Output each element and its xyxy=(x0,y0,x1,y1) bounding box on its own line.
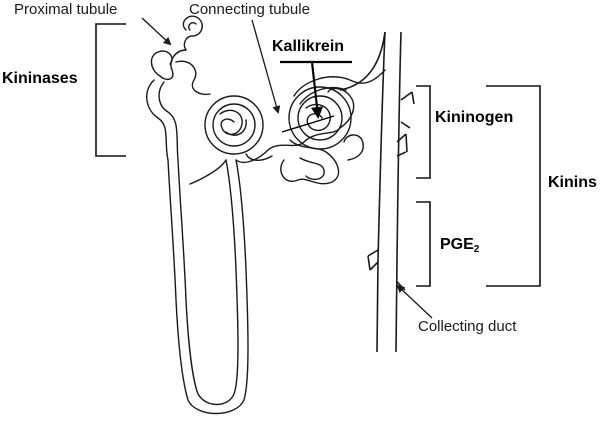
leader-arrows xyxy=(141,17,433,319)
kinins-bracket xyxy=(486,85,541,287)
pge2-label-subscript: 2 xyxy=(473,244,480,255)
nephron-tubule xyxy=(146,15,386,415)
pge2-label: PGE2 xyxy=(440,237,479,255)
connecting-tubule-arrow xyxy=(251,19,281,114)
pge2-bracket xyxy=(416,201,431,287)
kinins-label: Kinins xyxy=(548,174,597,191)
proximal-tubule-label: Proximal tubule xyxy=(14,1,118,18)
collecting-duct-label: Collecting duct xyxy=(418,318,517,335)
collecting-duct-arrow xyxy=(396,284,433,319)
proximal-tubule-arrow xyxy=(141,17,172,46)
brackets xyxy=(95,23,541,287)
kininogen-bracket xyxy=(416,85,431,179)
connecting-tubule-label: Connecting tubule xyxy=(189,1,310,18)
pge2-label-base: PGE xyxy=(440,236,474,253)
kininases-label: Kininases xyxy=(2,70,78,87)
kallikrein-arrow xyxy=(310,61,323,119)
collecting-duct xyxy=(339,31,415,353)
kininases-bracket xyxy=(95,23,126,157)
kallikrein-pointer xyxy=(280,60,352,133)
kininogen-label: Kininogen xyxy=(435,109,514,126)
kallikrein-label: Kallikrein xyxy=(272,38,345,55)
